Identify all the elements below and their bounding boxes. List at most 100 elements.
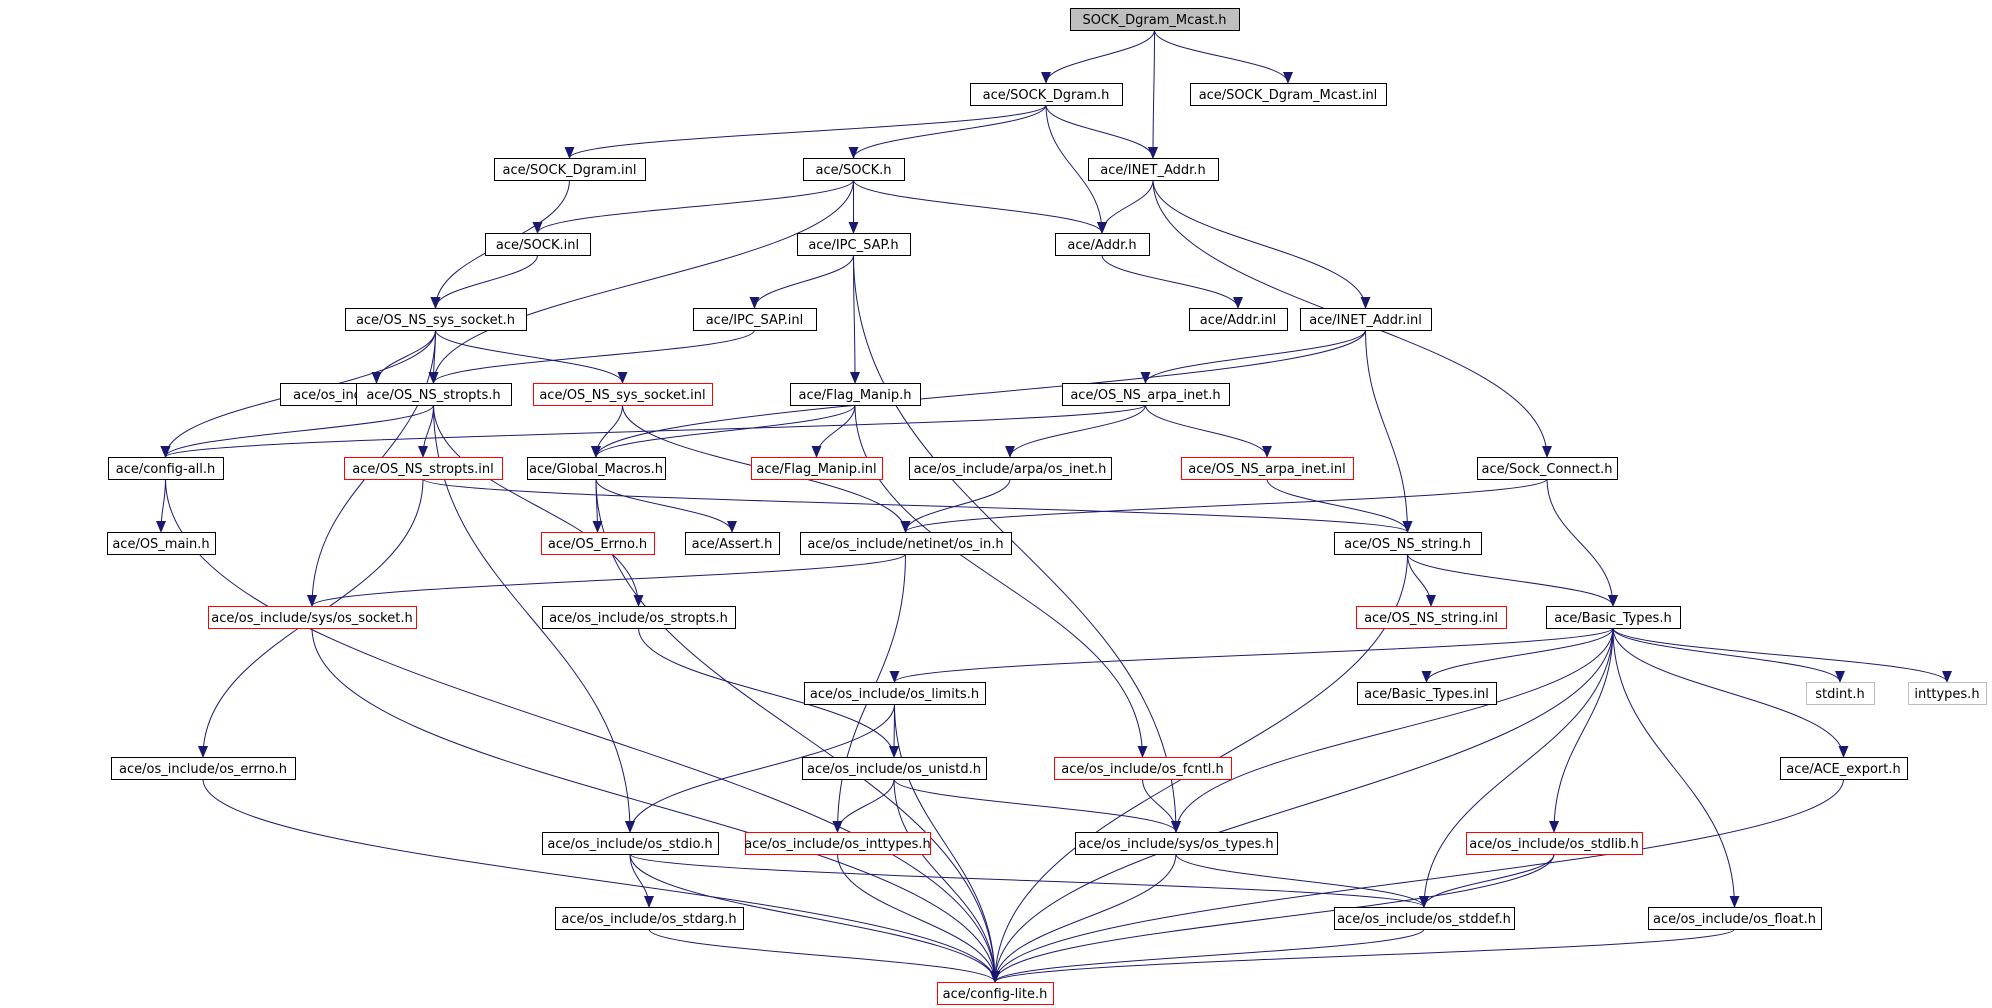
node-label: ace/Addr.h (1067, 238, 1136, 253)
node-box (1189, 308, 1288, 331)
node-root[interactable]: SOCK_Dgram_Mcast.h (1070, 8, 1240, 31)
edge-os_stdio_h-to-config_lite_h (629, 853, 1000, 983)
node-sock_dgram_h[interactable]: ace/SOCK_Dgram.h (970, 83, 1123, 106)
edge-os_ns_string_h-to-os_ns_string_inl (1407, 553, 1436, 607)
node-sock_inl[interactable]: ace/SOCK.inl (485, 233, 591, 256)
node-label: ace/os_include/os_float.h (1653, 912, 1816, 927)
node-os_inttypes_h[interactable]: ace/os_include/os_inttypes.h (744, 832, 931, 855)
node-box (693, 308, 817, 331)
node-os_ns_stropts_h[interactable]: ace/OS_NS_stropts.h (356, 383, 512, 406)
node-os_stropts_h[interactable]: ace/os_include/os_stropts.h (542, 606, 736, 629)
edge-flag_manip_h-to-global_macros_h (591, 404, 856, 458)
node-sys_os_types_h[interactable]: ace/os_include/sys/os_types.h (1075, 832, 1278, 855)
node-os_ns_arpa_inet_h[interactable]: ace/OS_NS_arpa_inet.h (1062, 383, 1230, 406)
node-box (108, 457, 224, 480)
edge-config_all_h-to-config_lite_h (165, 478, 1000, 983)
node-basic_types_inl[interactable]: ace/Basic_Types.inl (1357, 682, 1497, 705)
edge-os_ns_arpa_inet_inl-to-os_ns_string_h (1266, 478, 1413, 533)
node-box (909, 457, 1112, 480)
node-os_errno_h[interactable]: ace/os_include/os_errno.h (111, 757, 296, 780)
edge-os_float_h-to-config_lite_h (990, 928, 1735, 983)
node-inttypes_h[interactable]: inttypes.h (1908, 682, 1987, 705)
node-global_macros_h[interactable]: ace/Global_Macros.h (527, 457, 666, 480)
node-label: ace/OS_NS_stropts.inl (352, 462, 494, 477)
edge-basic_types_h-to-inttypes_h (1612, 627, 1952, 683)
node-box (1075, 832, 1278, 855)
node-os_fcntl_h[interactable]: ace/os_include/os_fcntl.h (1054, 757, 1232, 780)
node-os_ns_string_h[interactable]: ace/OS_NS_string.h (1334, 532, 1482, 555)
edge-os_ns_sys_socket_inl-to-global_macros_h (591, 404, 623, 458)
edge-basic_types_h-to-os_float_h (1612, 627, 1740, 908)
node-sys_os_socket_h[interactable]: ace/os_include/sys/os_socket.h (208, 606, 417, 629)
node-addr_inl[interactable]: ace/Addr.inl (1189, 308, 1288, 331)
node-os_ns_arpa_inet_inl[interactable]: ace/OS_NS_arpa_inet.inl (1181, 457, 1354, 480)
node-layer: SOCK_Dgram_Mcast.h ace/SOCK_Dgram.h ace/SO… (107, 8, 1987, 1005)
node-label: ace/OS_NS_arpa_inet.h (1070, 388, 1220, 403)
node-config_lite_h[interactable]: ace/config-lite.h (937, 982, 1054, 1005)
node-flag_manip_inl[interactable]: ace/Flag_Manip.inl (751, 457, 883, 480)
edge-basic_types_h-to-os_stdlib_h (1549, 627, 1614, 833)
node-ipc_sap_inl[interactable]: ace/IPC_SAP.inl (693, 308, 817, 331)
node-os_main_h[interactable]: ace/OS_main.h (107, 532, 216, 555)
node-inet_addr_inl[interactable]: ace/INET_Addr.inl (1300, 308, 1432, 331)
node-box (542, 606, 736, 629)
node-box (1357, 682, 1497, 705)
edge-ace_export_h-to-config_lite_h (990, 778, 1844, 983)
edge-os_unistd_h-to-config_lite_h (893, 778, 1000, 983)
node-ipc_sap_h[interactable]: ace/IPC_SAP.h (797, 233, 911, 256)
node-os_ns_string_inl[interactable]: ace/OS_NS_string.inl (1356, 606, 1507, 629)
node-os_stdlib_h[interactable]: ace/os_include/os_stdlib.h (1466, 832, 1643, 855)
edge-os_ns_sys_socket_h-to-os_if_h (371, 329, 436, 384)
node-label: ace/os_include/os_inttypes.h (744, 837, 931, 852)
node-label: ace/ACE_export.h (1786, 762, 1900, 777)
node-os_stddef_h[interactable]: ace/os_include/os_stddef.h (1334, 907, 1515, 930)
node-ace_export_h[interactable]: ace/ACE_export.h (1780, 757, 1908, 780)
node-box (797, 233, 911, 256)
node-os_stdio_h[interactable]: ace/os_include/os_stdio.h (542, 832, 719, 855)
edge-os_ns_sys_socket_h-to-os_ns_sys_socket_inl (435, 329, 628, 384)
edge-sock_dgram_h-to-addr_h (1045, 104, 1107, 234)
node-os_errno_ace_h[interactable]: ace/OS_Errno.h (541, 532, 655, 555)
edge-global_macros_h-to-config_lite_h (595, 478, 1000, 983)
node-os_ns_sys_socket_h[interactable]: ace/OS_NS_sys_socket.h (345, 308, 527, 331)
node-os_limits_h[interactable]: ace/os_include/os_limits.h (804, 682, 986, 705)
node-label: ace/OS_NS_string.inl (1364, 611, 1498, 626)
node-label: inttypes.h (1914, 687, 1979, 702)
node-label: ace/OS_NS_arpa_inet.inl (1188, 462, 1346, 477)
node-os_stdarg_h[interactable]: ace/os_include/os_stdarg.h (555, 907, 744, 930)
node-os_float_h[interactable]: ace/os_include/os_float.h (1648, 907, 1822, 930)
node-sock_connect_h[interactable]: ace/Sock_Connect.h (1477, 457, 1618, 480)
node-os_unistd_h[interactable]: ace/os_include/os_unistd.h (802, 757, 987, 780)
node-os_ns_sys_socket_inl[interactable]: ace/OS_NS_sys_socket.inl (533, 383, 713, 406)
node-arpa_os_inet_h[interactable]: ace/os_include/arpa/os_inet.h (909, 457, 1112, 480)
node-addr_h[interactable]: ace/Addr.h (1055, 233, 1150, 256)
node-label: ace/config-lite.h (943, 987, 1048, 1002)
edge-inet_addr_inl-to-os_ns_string_h (1365, 329, 1413, 533)
node-os_ns_stropts_inl[interactable]: ace/OS_NS_stropts.inl (344, 457, 503, 480)
node-box (1908, 682, 1987, 705)
edge-sock_inl-to-os_ns_sys_socket_h (430, 254, 538, 309)
node-netinet_os_in_h[interactable]: ace/os_include/netinet/os_in.h (800, 532, 1012, 555)
node-assert_h[interactable]: ace/Assert.h (685, 532, 780, 555)
node-box (751, 457, 883, 480)
node-label: ace/Flag_Manip.inl (756, 462, 876, 477)
node-box (344, 457, 503, 480)
node-flag_manip_h[interactable]: ace/Flag_Manip.h (790, 383, 921, 406)
edge-root-to-sock_dgram_mcast_inl (1154, 29, 1293, 84)
edge-os_errno_h-to-config_lite_h (202, 778, 1000, 983)
node-inet_addr_h[interactable]: ace/INET_Addr.h (1088, 158, 1219, 181)
edge-basic_types_h-to-os_stddef_h (1419, 627, 1614, 908)
edge-basic_types_h-to-sys_os_types_h (1171, 627, 1614, 833)
node-config_all_h[interactable]: ace/config-all.h (108, 457, 224, 480)
node-stdint_h[interactable]: stdint.h (1806, 682, 1875, 705)
edge-os_ns_stropts_h-to-config_all_h (160, 404, 434, 458)
node-sock_dgram_mcast_inl[interactable]: ace/SOCK_Dgram_Mcast.inl (1190, 83, 1387, 106)
node-sock_h[interactable]: ace/SOCK.h (803, 158, 905, 181)
node-label: ace/OS_main.h (112, 537, 209, 552)
node-sock_dgram_inl[interactable]: ace/SOCK_Dgram.inl (494, 158, 646, 181)
node-box (208, 606, 417, 629)
edge-inet_addr_h-to-addr_h (1097, 179, 1154, 234)
node-basic_types_h[interactable]: ace/Basic_Types.h (1546, 606, 1681, 629)
node-label: ace/os_include/os_errno.h (119, 762, 287, 777)
edge-sys_os_types_h-to-config_lite_h (990, 853, 1177, 983)
